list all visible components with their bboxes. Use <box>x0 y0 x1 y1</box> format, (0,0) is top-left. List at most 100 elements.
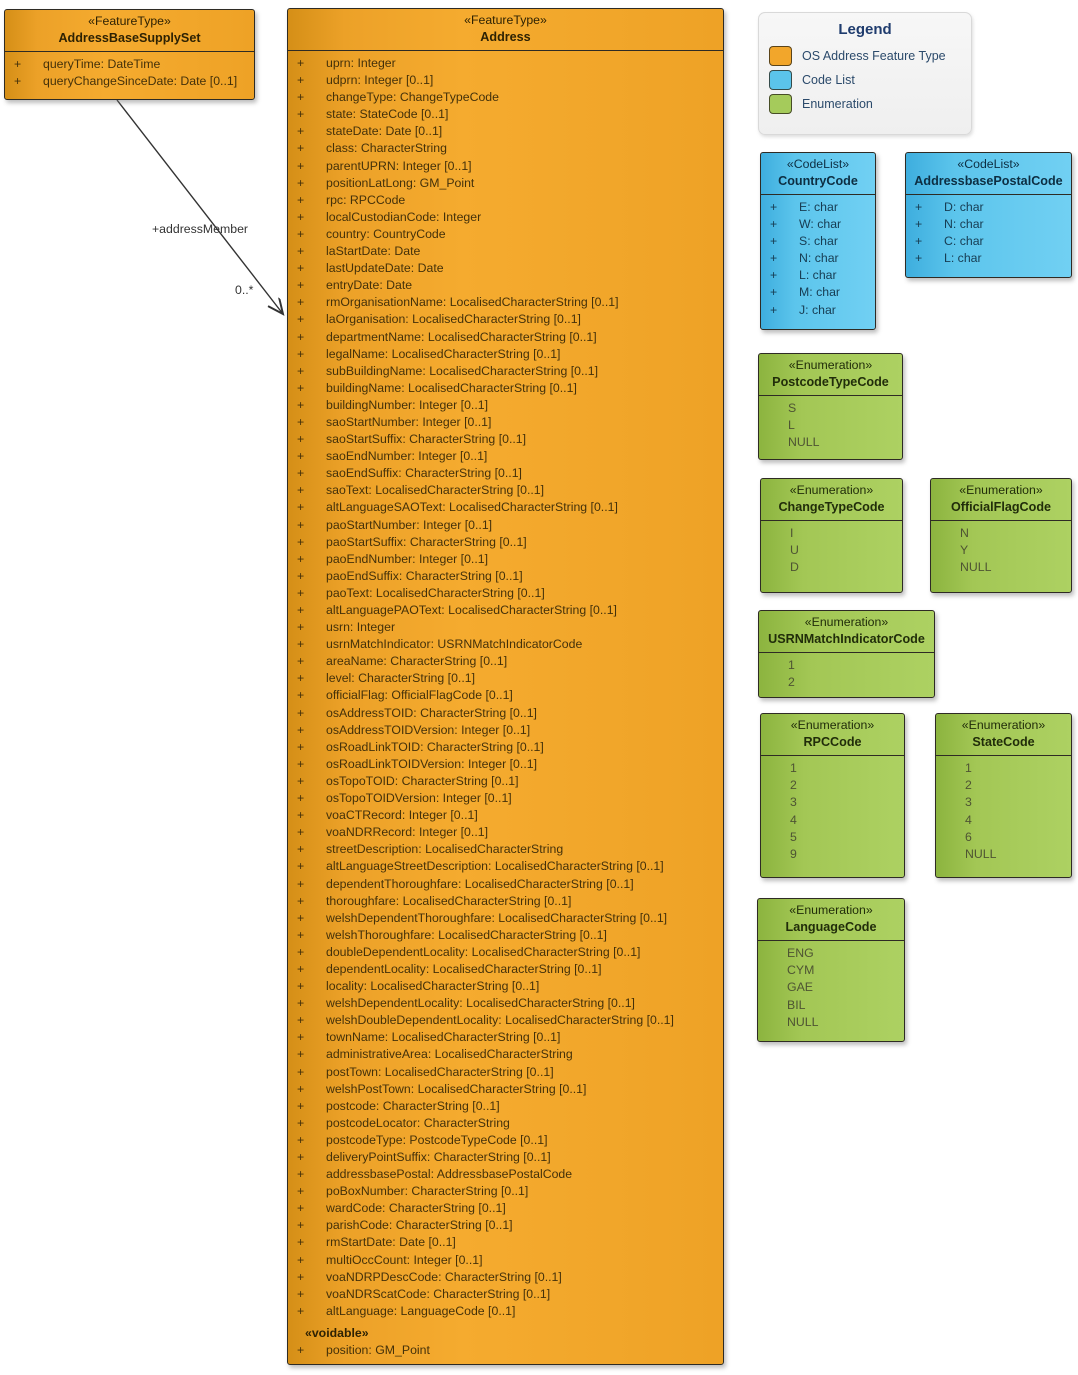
visibility-plus-icon: + <box>297 773 305 788</box>
attribute-row: + voaCTRecord: Integer [0..1] <box>288 807 723 824</box>
attribute-row: + parishCode: CharacterString [0..1] <box>288 1217 723 1234</box>
attribute-row: + dependentThoroughfare: LocalisedCharac… <box>288 876 723 893</box>
visibility-plus-icon: + <box>14 57 22 71</box>
attribute-text: laOrganisation: LocalisedCharacterString… <box>326 312 581 327</box>
attribute-row: + rmOrganisationName: LocalisedCharacter… <box>288 294 723 311</box>
legend-item-label: OS Address Feature Type <box>802 49 946 63</box>
visibility-plus-icon: + <box>297 1013 305 1028</box>
class-name: CountryCode <box>778 174 858 188</box>
visibility-plus-icon: + <box>297 500 305 515</box>
visibility-plus-icon: + <box>297 1150 305 1164</box>
attribute-row: + welshDependentThoroughfare: LocalisedC… <box>288 910 723 927</box>
legend-item: OS Address Feature Type <box>769 46 961 66</box>
visibility-plus-icon: + <box>297 483 305 498</box>
attribute-text: position: GM_Point <box>326 1342 430 1357</box>
attribute-text: saoEndSuffix: CharacterString [0..1] <box>326 466 522 481</box>
literal-list: 1 2 3 4 6 NULL <box>936 756 1071 863</box>
enum-literal: NULL <box>960 560 992 575</box>
class-header: «FeatureType» AddressBaseSupplySet <box>5 10 254 52</box>
attribute-text: parentUPRN: Integer [0..1] <box>326 158 472 173</box>
attribute-text: altLanguagePAOText: LocalisedCharacterSt… <box>326 603 617 617</box>
legend-item-label: Code List <box>802 73 855 87</box>
visibility-plus-icon: + <box>297 397 305 412</box>
visibility-plus-icon: + <box>297 158 305 173</box>
visibility-plus-icon: + <box>297 432 305 447</box>
attribute-text: laStartDate: Date <box>326 244 421 259</box>
stereotype-label: «Enumeration» <box>961 718 1046 732</box>
attribute-row: + buildingName: LocalisedCharacterString… <box>288 380 723 397</box>
enum-literal: CYM <box>787 963 815 978</box>
attribute-row: + wardCode: CharacterString [0..1] <box>288 1200 723 1217</box>
attribute-row: + country: CountryCode <box>288 226 723 243</box>
attribute-text: officialFlag: OfficialFlagCode [0..1] <box>326 688 513 703</box>
visibility-plus-icon: + <box>297 1167 305 1182</box>
attribute-text: voaNDRRecord: Integer [0..1] <box>326 825 488 840</box>
attribute-row: + welshDependentLocality: LocalisedChara… <box>288 995 723 1012</box>
attribute-text: paoText: LocalisedCharacterString [0..1] <box>326 585 545 600</box>
legend-panel: Legend OS Address Feature Type Code List… <box>758 12 972 135</box>
attribute-row: + saoStartSuffix: CharacterString [0..1] <box>288 431 723 448</box>
voidable-stereotype-label: «voidable» <box>305 1325 369 1340</box>
visibility-plus-icon: + <box>297 1286 305 1301</box>
visibility-plus-icon: + <box>297 585 305 600</box>
visibility-plus-icon: + <box>297 329 305 344</box>
attribute-text: departmentName: LocalisedCharacterString… <box>326 329 597 344</box>
class-box-address: «FeatureType» Address + uprn: Integer + … <box>287 8 724 1365</box>
enum-literal: 3 <box>965 795 972 810</box>
attribute-row: + administrativeArea: LocalisedCharacter… <box>288 1046 723 1063</box>
visibility-plus-icon: + <box>297 244 305 259</box>
visibility-plus-icon: + <box>297 141 305 156</box>
attribute-text: osTopoTOIDVersion: Integer [0..1] <box>326 791 512 806</box>
visibility-plus-icon: + <box>297 1252 305 1267</box>
attribute-row: + W: char <box>761 216 875 233</box>
attribute-row: + osAddressTOIDVersion: Integer [0..1] <box>288 722 723 739</box>
attribute-row: + postcodeLocator: CharacterString <box>288 1115 723 1132</box>
class-header: «Enumeration» ChangeTypeCode <box>761 479 902 521</box>
visibility-plus-icon: + <box>297 739 305 754</box>
legend-title: Legend <box>838 21 892 38</box>
visibility-plus-icon: + <box>297 1115 305 1130</box>
attribute-row: + localCustodianCode: Integer <box>288 209 723 226</box>
attribute-text: paoEndNumber: Integer [0..1] <box>326 551 489 566</box>
visibility-plus-icon: + <box>297 363 305 378</box>
attribute-row: + voaNDRScatCode: CharacterString [0..1] <box>288 1286 723 1303</box>
legend-items: OS Address Feature Type Code List Enumer… <box>769 46 961 114</box>
visibility-plus-icon: + <box>297 295 305 310</box>
attribute-row: + doubleDependentLocality: LocalisedChar… <box>288 944 723 961</box>
attribute-row: + postTown: LocalisedCharacterString [0.… <box>288 1064 723 1081</box>
visibility-plus-icon: + <box>297 825 305 840</box>
attribute-row: + entryDate: Date <box>288 277 723 294</box>
attribute-list: + queryTime: DateTime + queryChangeSince… <box>5 52 254 90</box>
attribute-row: + queryChangeSinceDate: Date [0..1] <box>5 73 254 90</box>
class-box-usrnmatchindicatorcode: «Enumeration» USRNMatchIndicatorCode 1 2 <box>758 610 935 698</box>
attribute-text: E: char <box>799 200 838 214</box>
visibility-plus-icon: + <box>297 859 305 874</box>
attribute-text: saoText: LocalisedCharacterString [0..1] <box>326 483 545 498</box>
legend-swatch-icon <box>769 94 792 114</box>
attribute-text: uprn: Integer <box>326 56 396 70</box>
class-box-addressbasepostalcode: «CodeList» AddressbasePostalCode + D: ch… <box>905 152 1072 278</box>
visibility-plus-icon: + <box>297 654 305 669</box>
attribute-text: osAddressTOIDVersion: Integer [0..1] <box>326 722 531 737</box>
attribute-text: saoEndNumber: Integer [0..1] <box>326 449 488 464</box>
attribute-text: stateDate: Date [0..1] <box>326 124 443 139</box>
class-header: «Enumeration» USRNMatchIndicatorCode <box>759 611 934 653</box>
attribute-text: C: char <box>944 234 984 249</box>
enum-literal: 1 <box>965 761 972 775</box>
stereotype-label: «Enumeration» <box>804 615 889 629</box>
class-header: «CodeList» CountryCode <box>761 153 875 195</box>
attribute-text: level: CharacterString [0..1] <box>326 671 475 686</box>
enum-literal: U <box>790 543 799 558</box>
attribute-text: N: char <box>799 251 839 266</box>
attribute-text: dependentLocality: LocalisedCharacterStr… <box>326 961 602 976</box>
attribute-row: + altLanguageStreetDescription: Localise… <box>288 858 723 875</box>
attribute-list: + D: char + N: char + C: char + L: char <box>906 195 1071 267</box>
visibility-plus-icon: + <box>297 876 305 891</box>
legend-item: Enumeration <box>769 94 961 114</box>
class-header: «Enumeration» StateCode <box>936 714 1071 756</box>
class-box-statecode: «Enumeration» StateCode 1 2 3 4 6 NULL <box>935 713 1072 878</box>
visibility-plus-icon: + <box>297 1201 305 1216</box>
stereotype-label: «FeatureType» <box>88 14 171 28</box>
attribute-row: + changeType: ChangeTypeCode <box>288 89 723 106</box>
attribute-text: W: char <box>799 217 842 232</box>
